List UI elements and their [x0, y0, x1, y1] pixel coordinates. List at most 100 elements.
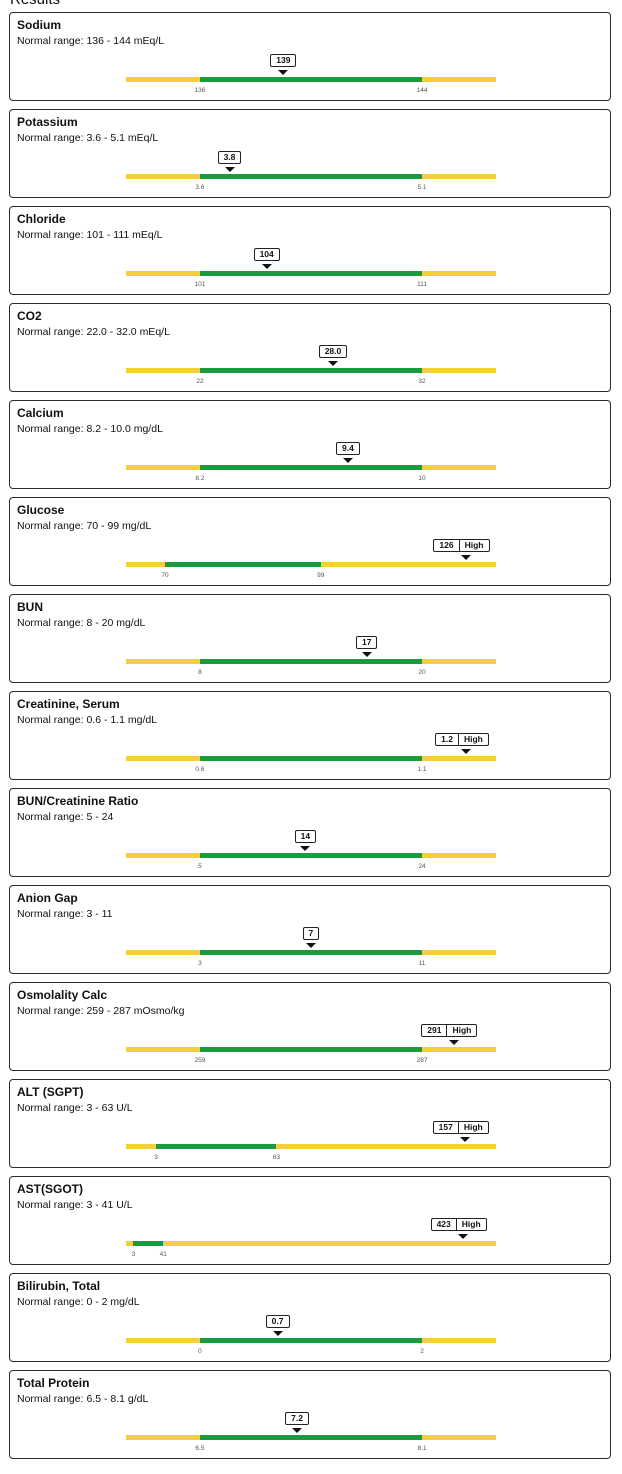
marker-arrow-icon — [278, 70, 289, 75]
range-low-label: 0.6 — [195, 766, 205, 773]
result-value: 139 — [276, 55, 291, 65]
page-heading: Results — [10, 0, 60, 9]
range-bar — [126, 1047, 496, 1052]
range-high-label: 24 — [418, 863, 426, 870]
result-flag: High — [457, 1122, 488, 1133]
result-value: 14 — [300, 831, 311, 841]
marker-arrow-icon — [300, 846, 311, 851]
normal-range-segment — [199, 1047, 423, 1052]
range-high-label: 287 — [416, 1057, 428, 1064]
range-low-label: 136 — [194, 87, 206, 94]
normal-range-text: Normal range: 70 - 99 mg/dL — [17, 520, 152, 532]
value-badge: 7.2 — [285, 1412, 309, 1425]
range-bar — [126, 659, 496, 664]
range-bar — [126, 1435, 496, 1440]
result-value: 17 — [362, 637, 372, 647]
marker-arrow-icon — [328, 361, 339, 366]
marker-arrow-icon — [261, 264, 272, 269]
value-badge: 139 — [270, 54, 297, 67]
value-badge: 291 High — [421, 1024, 478, 1037]
result-value: 9.4 — [342, 443, 354, 453]
marker-arrow-icon — [224, 167, 235, 172]
value-badge: 7 — [302, 927, 320, 940]
normal-range-segment — [199, 174, 423, 179]
range-high-label: 32 — [418, 378, 426, 385]
normal-range-segment — [199, 950, 423, 955]
result-flag: High — [446, 1025, 476, 1036]
normal-range-segment — [199, 1435, 423, 1440]
range-bar — [126, 271, 496, 276]
result-value: 423 — [436, 1219, 451, 1229]
range-bar — [126, 77, 496, 82]
range-high-label: 2 — [420, 1348, 424, 1355]
result-flag: High — [457, 734, 488, 745]
normal-range-text: Normal range: 0 - 2 mg/dL — [17, 1296, 140, 1308]
range-high-label: 99 — [317, 572, 325, 579]
range-low-label: 0 — [198, 1348, 202, 1355]
range-bar — [126, 950, 496, 955]
value-badge: 0.7 — [265, 1315, 290, 1328]
range-low-label: 8.2 — [195, 475, 205, 482]
range-high-label: 10 — [418, 475, 426, 482]
result-name: Calcium — [17, 406, 64, 420]
result-name: BUN/Creatinine Ratio — [17, 794, 139, 808]
marker-arrow-icon — [461, 749, 472, 754]
normal-range-segment — [164, 562, 321, 567]
result-name: Sodium — [17, 18, 61, 32]
normal-range-segment — [199, 368, 423, 373]
range-bar — [126, 1144, 496, 1149]
normal-range-text: Normal range: 22.0 - 32.0 mEq/L — [17, 326, 170, 338]
result-value: 104 — [259, 249, 274, 259]
range-low-label: 8 — [198, 669, 202, 676]
normal-range-text: Normal range: 259 - 287 mOsmo/kg — [17, 1005, 185, 1017]
normal-range-segment — [199, 659, 423, 664]
range-low-label: 3 — [154, 1154, 158, 1161]
result-name: AST(SGOT) — [17, 1182, 83, 1196]
range-bar — [126, 1241, 496, 1246]
normal-range-text: Normal range: 3 - 11 — [17, 908, 113, 920]
result-value: 0.7 — [271, 1316, 284, 1326]
range-high-label: 8.1 — [417, 1445, 427, 1452]
range-low-label: 3.6 — [195, 184, 205, 191]
normal-range-segment — [199, 271, 423, 276]
range-bar — [126, 756, 496, 761]
result-value: 28.0 — [324, 346, 342, 356]
result-value: 291 — [427, 1025, 442, 1035]
marker-arrow-icon — [272, 1331, 283, 1336]
result-name: Chloride — [17, 212, 66, 226]
value-badge: 9.4 — [336, 442, 360, 455]
result-flag: High — [458, 540, 489, 551]
normal-range-segment — [133, 1241, 164, 1246]
normal-range-segment — [199, 465, 423, 470]
result-name: BUN — [17, 600, 43, 614]
normal-range-segment — [199, 1338, 423, 1343]
range-high-label: 20 — [418, 669, 426, 676]
normal-range-segment — [156, 1144, 277, 1149]
result-value: 157 — [438, 1122, 453, 1132]
normal-range-text: Normal range: 8.2 - 10.0 mg/dL — [17, 423, 163, 435]
value-badge: 157 High — [432, 1121, 489, 1134]
marker-arrow-icon — [361, 652, 372, 657]
result-name: Total Protein — [17, 1376, 90, 1390]
result-name: Creatinine, Serum — [17, 697, 120, 711]
value-badge: 104 — [253, 248, 280, 261]
range-high-label: 111 — [417, 281, 427, 288]
normal-range-text: Normal range: 101 - 111 mEq/L — [17, 229, 163, 241]
value-badge: 17 — [356, 636, 378, 649]
result-name: Osmolality Calc — [17, 988, 108, 1002]
normal-range-segment — [199, 853, 423, 858]
normal-range-text: Normal range: 136 - 144 mEq/L — [17, 35, 165, 47]
normal-range-text: Normal range: 6.5 - 8.1 g/dL — [17, 1393, 149, 1405]
range-low-label: 259 — [194, 1057, 206, 1064]
marker-arrow-icon — [292, 1428, 303, 1433]
